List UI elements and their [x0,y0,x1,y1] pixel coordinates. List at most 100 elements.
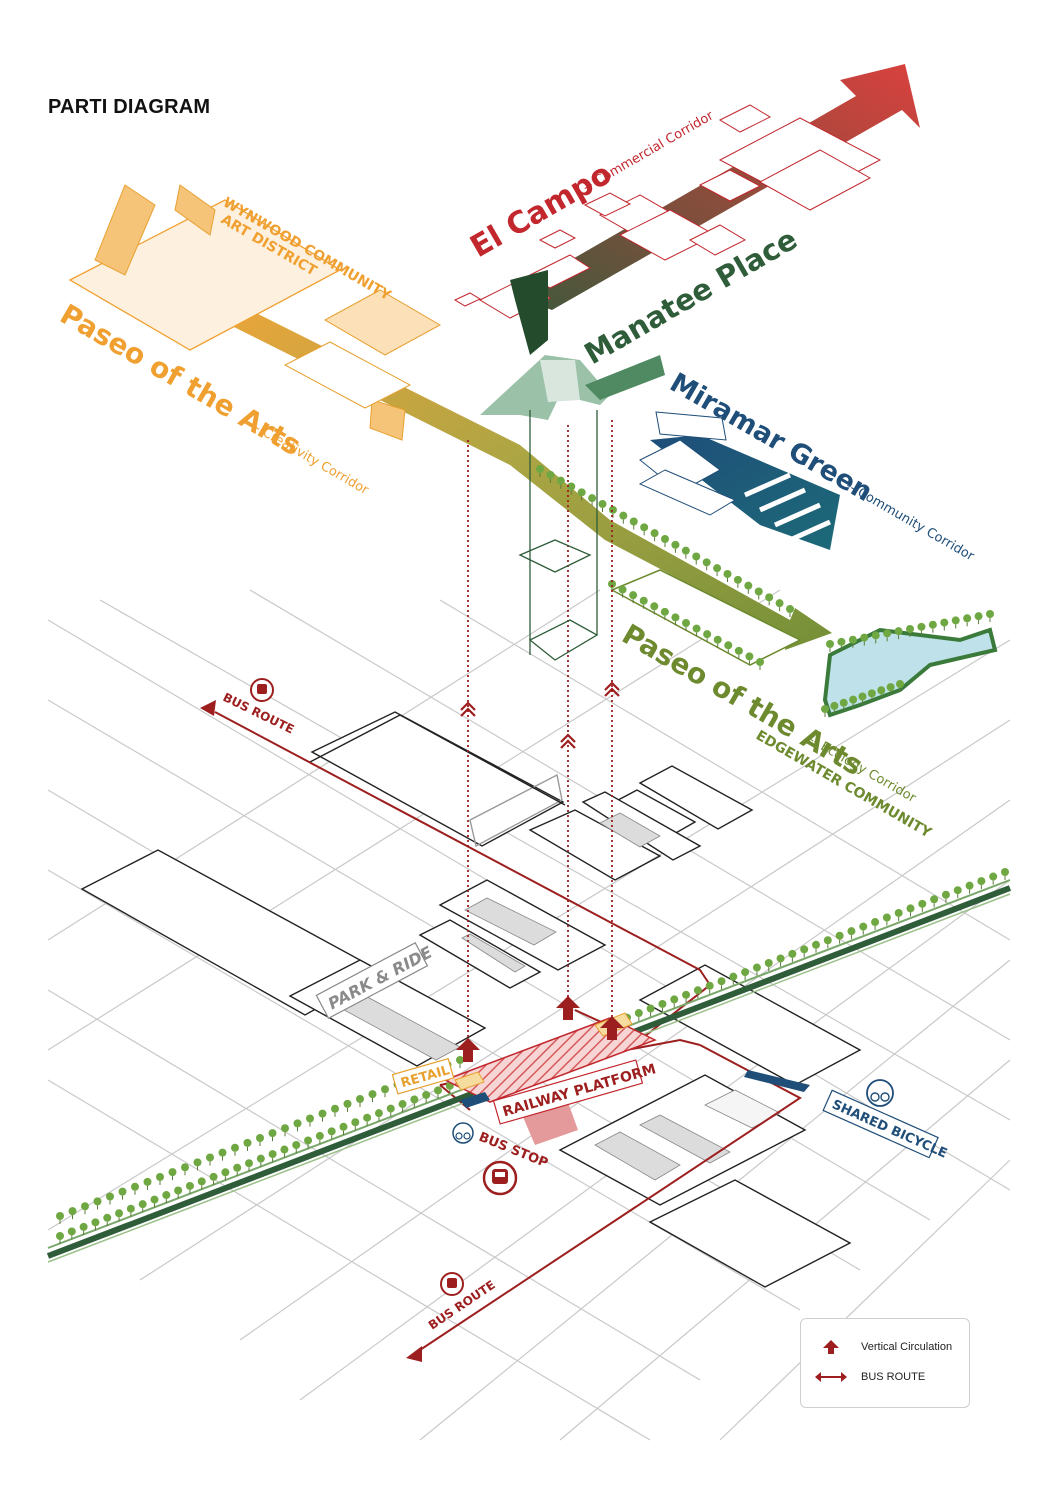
tree-icon [94,1197,102,1205]
tree-icon [954,886,962,894]
tree-icon [661,535,669,543]
tree-icon [640,523,648,531]
tree-icon [724,641,732,649]
tree-icon [181,1163,189,1171]
tree-icon [647,1005,655,1013]
tree-icon [896,680,904,688]
tree-icon [162,1191,170,1199]
tree-icon [119,1188,127,1196]
bus-icon [441,1273,463,1295]
tree-icon [942,891,950,899]
tree-icon [210,1173,218,1181]
tree-icon [658,1000,666,1008]
legend-bus-route-label: BUS ROUTE [861,1371,925,1383]
tree-icon [319,1110,327,1118]
tree-icon [434,1086,442,1094]
tree-icon [151,1196,159,1204]
tree-icon [619,512,627,520]
tree-icon [375,1109,383,1117]
tree-icon [609,506,617,514]
tree-icon [821,705,829,713]
tree-icon [918,900,926,908]
tree-icon [741,968,749,976]
tree-icon [830,702,838,710]
tree-icon [169,1168,177,1176]
legend-item-vertical-circulation: Vertical Circulation [813,1339,952,1355]
bicycle-icon [867,1080,893,1106]
tree-icon [682,991,690,999]
tree-icon [744,582,752,590]
tree-icon [536,465,544,473]
tree-icon [269,1150,277,1158]
tree-icon [930,895,938,903]
tree-icon [966,882,974,890]
tree-icon [776,599,784,607]
legend-item-bus-route: BUS ROUTE [813,1369,925,1385]
tree-icon [219,1149,227,1157]
tree-icon [629,591,637,599]
tree-icon [144,1178,152,1186]
bus-route-arrow-icon [813,1369,849,1385]
tree-icon [756,658,764,666]
tree-icon [456,1056,464,1064]
tree-icon [836,932,844,940]
tree-icon [103,1214,111,1222]
tree-icon [399,1100,407,1108]
tree-icon [650,602,658,610]
tree-icon [887,683,895,691]
tree-icon [115,1209,123,1217]
tree-icon [306,1115,314,1123]
tree-icon [340,1123,348,1131]
tree-icon [671,613,679,621]
legend-vertical-circulation-label: Vertical Circulation [861,1341,952,1353]
tree-icon [753,964,761,972]
tree-icon [670,995,678,1003]
tree-icon [316,1132,324,1140]
tree-icon [139,1200,147,1208]
tree-icon [714,636,722,644]
tree-icon [546,471,554,479]
tree-icon [410,1096,418,1104]
tree-icon [734,576,742,584]
tree-icon [630,518,638,526]
tree-icon [693,625,701,633]
tree-icon [788,950,796,958]
tree-icon [849,636,857,644]
tree-icon [80,1223,88,1231]
tree-icon [292,1141,300,1149]
vertical-shaft [520,410,597,660]
tree-icon [363,1114,371,1122]
tree-icon [729,973,737,981]
tree-icon [963,614,971,622]
tree-icon [231,1144,239,1152]
tree-icon [682,619,690,627]
tree-icon [745,652,753,660]
tree-icon [599,500,607,508]
tree-icon [777,954,785,962]
tree-icon [91,1218,99,1226]
tree-icon [280,1146,288,1154]
tree-icon [671,541,679,549]
tree-icon [786,605,794,613]
tree-icon [765,959,773,967]
tree-icon [369,1090,377,1098]
tree-icon [281,1124,289,1132]
tree-icon [706,982,714,990]
tree-icon [735,647,743,655]
bicycle-icon [453,1123,473,1143]
tree-icon [351,1118,359,1126]
tree-icon [331,1105,339,1113]
tree-icon [868,689,876,697]
tree-icon [381,1085,389,1093]
legend: Vertical Circulation BUS ROUTE [800,1318,970,1408]
miramar-green-sublabel: -- Community Corridor [843,478,977,564]
tree-icon [849,696,857,704]
tree-icon [840,699,848,707]
tree-icon [859,923,867,931]
tree-icon [906,625,914,633]
tree-icon [245,1159,253,1167]
tree-icon [356,1095,364,1103]
street-grid [48,590,1010,1440]
tree-icon [257,1155,265,1163]
tree-icon [244,1139,252,1147]
